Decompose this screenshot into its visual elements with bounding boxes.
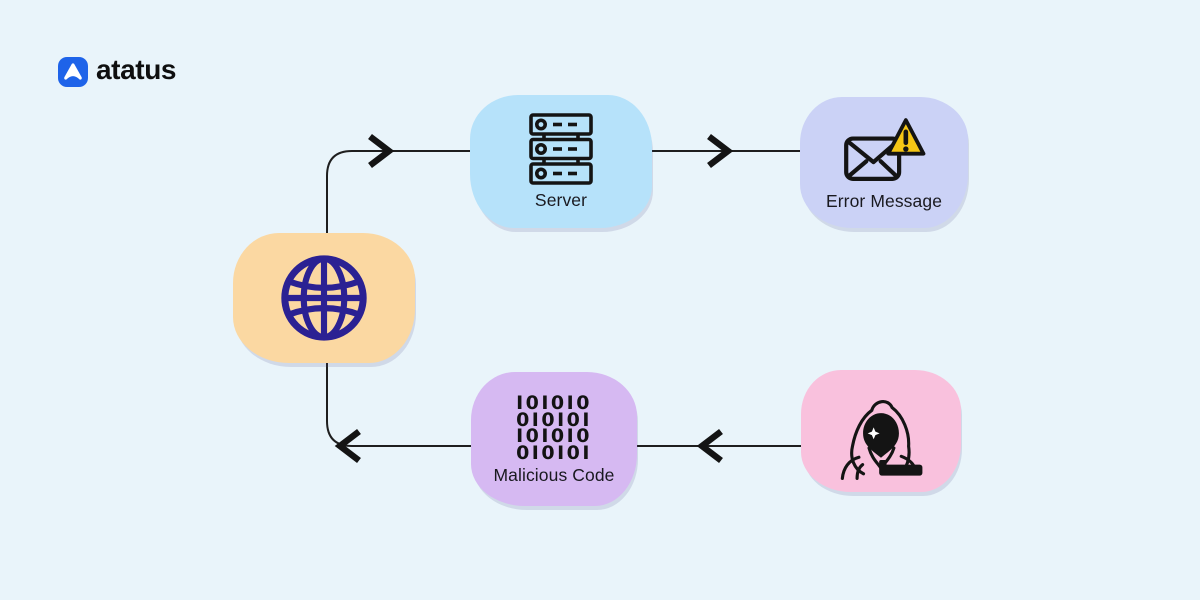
laptop-icon [879, 464, 923, 476]
mail-alert-icon [844, 117, 926, 181]
binary-line: I0I0I0 [516, 392, 592, 415]
binary-code-text: I0I0I0 0I0I0I I0I0I0 0I0I0I [516, 392, 592, 464]
sparkle-icon [867, 427, 880, 440]
node-hacker [801, 370, 961, 492]
server-rack-icon [529, 113, 593, 186]
binary-line: I0I0I0 [516, 425, 592, 448]
node-internet [233, 233, 415, 363]
malicious-code-label: Malicious Code [493, 465, 615, 486]
arrowhead-right-server-error [707, 133, 734, 169]
connector-malicious-to-internet [326, 363, 471, 447]
binary-line: 0I0I0I [516, 408, 592, 431]
server-label: Server [534, 190, 588, 211]
arrowhead-right-internet-server [368, 133, 395, 169]
brand-logo: atatus [58, 56, 176, 87]
atatus-triangle-icon [64, 62, 82, 80]
atatus-logo-badge [58, 56, 88, 87]
binary-line: 0I0I0I [516, 441, 592, 464]
error-message-label: Error Message [825, 190, 943, 211]
arrowhead-left-hacker-malicious [696, 428, 723, 464]
node-server: Server [470, 95, 652, 228]
brand-wordmark: atatus [96, 54, 177, 85]
connector-internet-to-server [326, 150, 470, 233]
globe-icon [281, 255, 367, 341]
node-error-message: Error Message [800, 97, 968, 228]
arrowhead-left-malicious-internet [334, 428, 361, 464]
node-malicious-code: I0I0I0 0I0I0I I0I0I0 0I0I0I Malicious Co… [471, 372, 637, 506]
hacker-icon [840, 400, 923, 480]
